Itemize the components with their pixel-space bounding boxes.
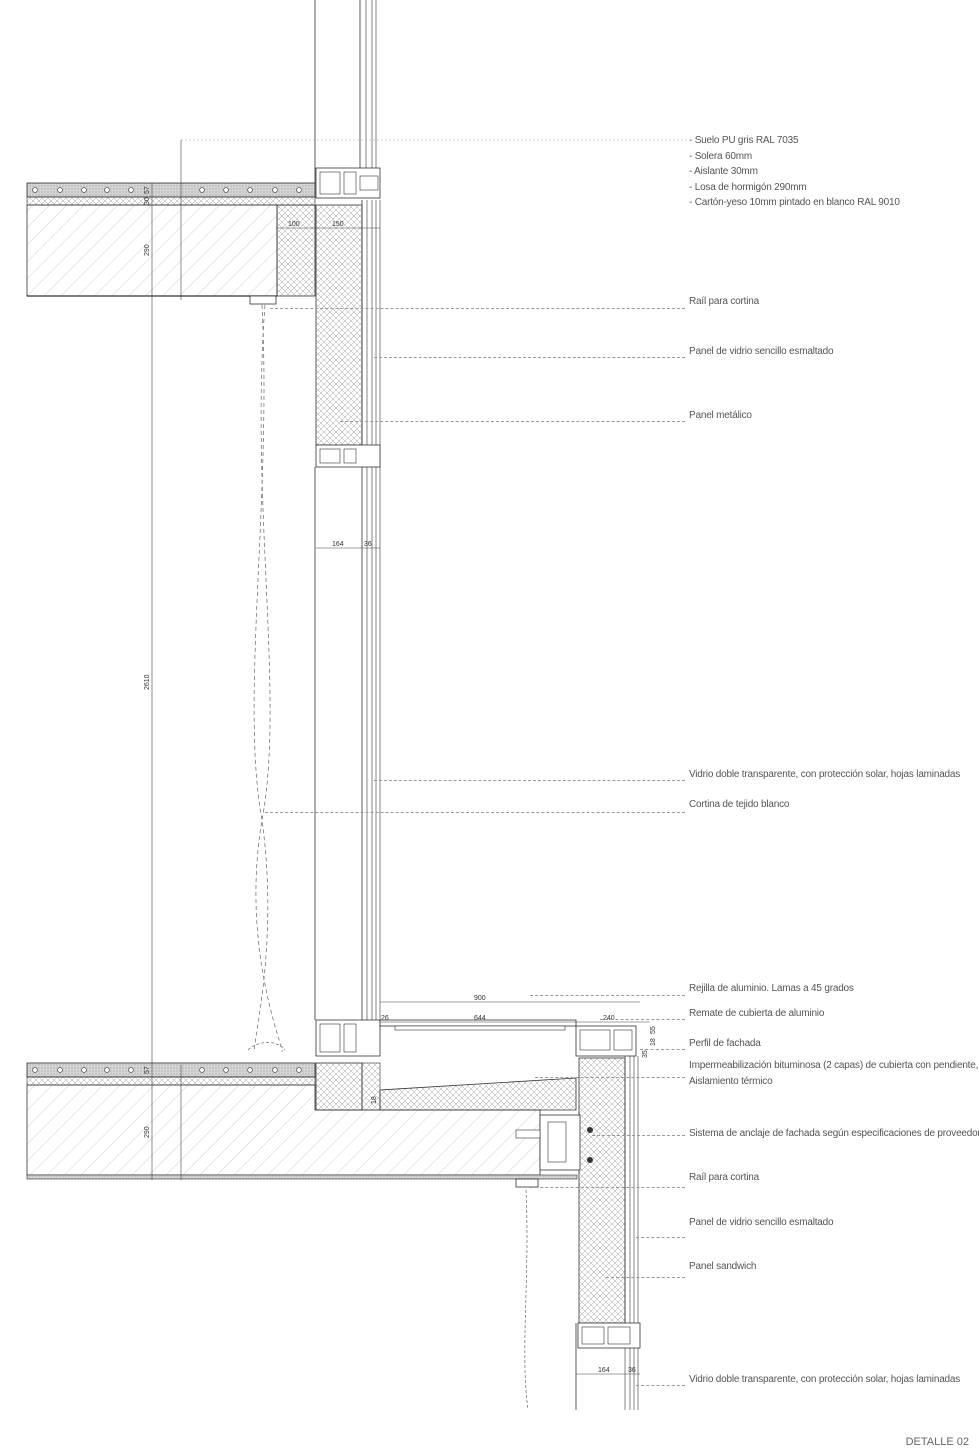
dim-240: 240	[603, 1015, 615, 1022]
leader-sandwich	[606, 1277, 685, 1278]
label-curtain: Cortina de tejido blanco	[689, 799, 790, 810]
leader-metal-panel	[340, 421, 685, 422]
leader-enamel-glass-1	[374, 357, 685, 358]
dim-55: 55	[650, 1026, 657, 1034]
upper-slab	[26, 182, 316, 305]
label-metal-panel: Panel metálico	[689, 410, 752, 421]
floor-layer-aislante: - Aislante 30mm	[689, 166, 758, 177]
dim-2610: 2610	[144, 674, 151, 690]
leader-waterproofing	[535, 1077, 685, 1078]
dim-290-top: 290	[144, 244, 151, 256]
dim-36-b: 36	[628, 1367, 636, 1374]
label-double-glass-1: Vidrio doble transparente, con protecció…	[689, 769, 961, 780]
dim-35: 35	[642, 1050, 649, 1058]
label-grille: Rejilla de aluminio. Lamas a 45 grados	[689, 983, 854, 994]
dimension-texts: 57 30 290 2610 57 290 100 150 164 36 900…	[144, 186, 657, 1374]
dim-18b: 18	[371, 1096, 378, 1104]
label-facade-profile: Perfil de fachada	[689, 1038, 761, 1049]
leader-facade-profile	[640, 1049, 685, 1050]
curtain-upper	[247, 304, 286, 1053]
lower-slab	[26, 1062, 578, 1188]
label-enamel-glass-1: Panel de vidrio sencillo esmaltado	[689, 346, 834, 357]
floor-layer-solera: - Solera 60mm	[689, 150, 752, 162]
leader-coping	[600, 1019, 685, 1020]
leader-rail-1	[270, 308, 685, 309]
dim-57-bottom: 57	[144, 1066, 151, 1074]
floor-layer-carton-yeso: - Cartón-yeso 10mm pintado en blanco RAL…	[689, 197, 900, 208]
floor-layer-losa: - Losa de hormigón 290mm	[689, 181, 807, 193]
label-rail-1: Raíl para cortina	[689, 296, 759, 307]
dim-150: 150	[332, 221, 344, 228]
label-insulation: Aislamiento térmico	[689, 1076, 773, 1087]
upper-facade	[314, 0, 381, 1111]
dimension-lines	[151, 139, 689, 1375]
leader-grille	[530, 995, 685, 996]
label-double-glass-2: Vidrio doble transparente, con protecció…	[689, 1374, 961, 1385]
leader-anchor	[592, 1135, 685, 1136]
label-coping: Remate de cubierta de aluminio	[689, 1008, 825, 1019]
label-enamel-glass-2: Panel de vidrio sencillo esmaltado	[689, 1217, 834, 1228]
dim-26: 26	[381, 1015, 389, 1022]
dim-164: 164	[332, 541, 344, 548]
dim-644: 644	[474, 1015, 486, 1022]
leader-enamel-glass-2	[636, 1237, 685, 1238]
leader-curtain	[265, 812, 685, 813]
detail-title: DETALLE 02	[905, 1436, 969, 1448]
dim-57-top: 57	[144, 186, 151, 194]
floor-layer-pu: - Suelo PU gris RAL 7035	[689, 135, 799, 146]
label-waterproofing: Impermeabilización bituminosa (2 capas) …	[689, 1060, 979, 1071]
upper-floor-circles	[32, 187, 302, 193]
label-rail-2: Raíl para cortina	[689, 1172, 759, 1183]
leader-double-glass-2	[636, 1385, 685, 1386]
dim-36: 36	[364, 541, 372, 548]
dim-18: 18	[650, 1038, 657, 1046]
label-anchor: Sistema de anclaje de fachada según espe…	[689, 1128, 979, 1139]
dim-164-b: 164	[598, 1367, 610, 1374]
label-sandwich: Panel sandwich	[689, 1261, 757, 1272]
floor-layers-block: - Suelo PU gris RAL 7035 - Solera 60mm -…	[689, 133, 900, 211]
dim-290-bottom: 290	[144, 1126, 151, 1138]
dim-900: 900	[474, 995, 486, 1002]
leader-double-glass-1	[374, 780, 685, 781]
curtain-lower	[524, 1189, 529, 1411]
dim-30-top: 30	[144, 197, 151, 205]
lower-floor-circles	[32, 1067, 302, 1073]
roof-parapet	[379, 1019, 641, 1410]
leader-rail-2	[530, 1187, 685, 1188]
dim-100: 100	[288, 221, 300, 228]
